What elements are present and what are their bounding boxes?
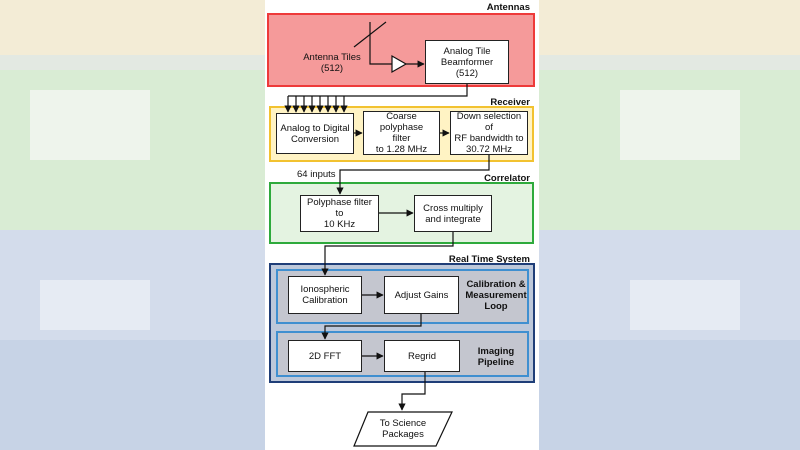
down-selection-box: Down selection of RF bandwidth to 30.72 … bbox=[450, 111, 528, 155]
science-packages-label: To Science Packages bbox=[379, 418, 427, 440]
ionospheric-calibration-box: Ionospheric Calibration bbox=[288, 276, 362, 314]
polyphase-filter-box: Polyphase filter to 10 KHz bbox=[300, 195, 379, 232]
2d-fft-box: 2D FFT bbox=[288, 340, 362, 372]
antennas-title: Antennas bbox=[486, 2, 530, 13]
correlator-title: Correlator bbox=[484, 173, 530, 184]
coarse-filter-box: Coarse polyphase filter to 1.28 MHz bbox=[363, 111, 440, 155]
cross-multiply-box: Cross multiply and integrate bbox=[414, 195, 492, 232]
calibration-loop-title: Calibration & Measurement Loop bbox=[465, 279, 527, 312]
receiver-title: Receiver bbox=[490, 97, 530, 108]
adc-box: Analog to Digital Conversion bbox=[276, 113, 354, 154]
analog-beamformer-box: Analog Tile Beamformer (512) bbox=[425, 40, 509, 84]
regrid-box: Regrid bbox=[384, 340, 460, 372]
adjust-gains-box: Adjust Gains bbox=[384, 276, 459, 314]
antenna-tiles-label: Antenna Tiles (512) bbox=[303, 52, 361, 74]
real-time-system-title: Real Time System bbox=[448, 254, 530, 265]
inputs-label: 64 inputs bbox=[297, 169, 336, 180]
imaging-pipeline-title: Imaging Pipeline bbox=[477, 346, 515, 368]
